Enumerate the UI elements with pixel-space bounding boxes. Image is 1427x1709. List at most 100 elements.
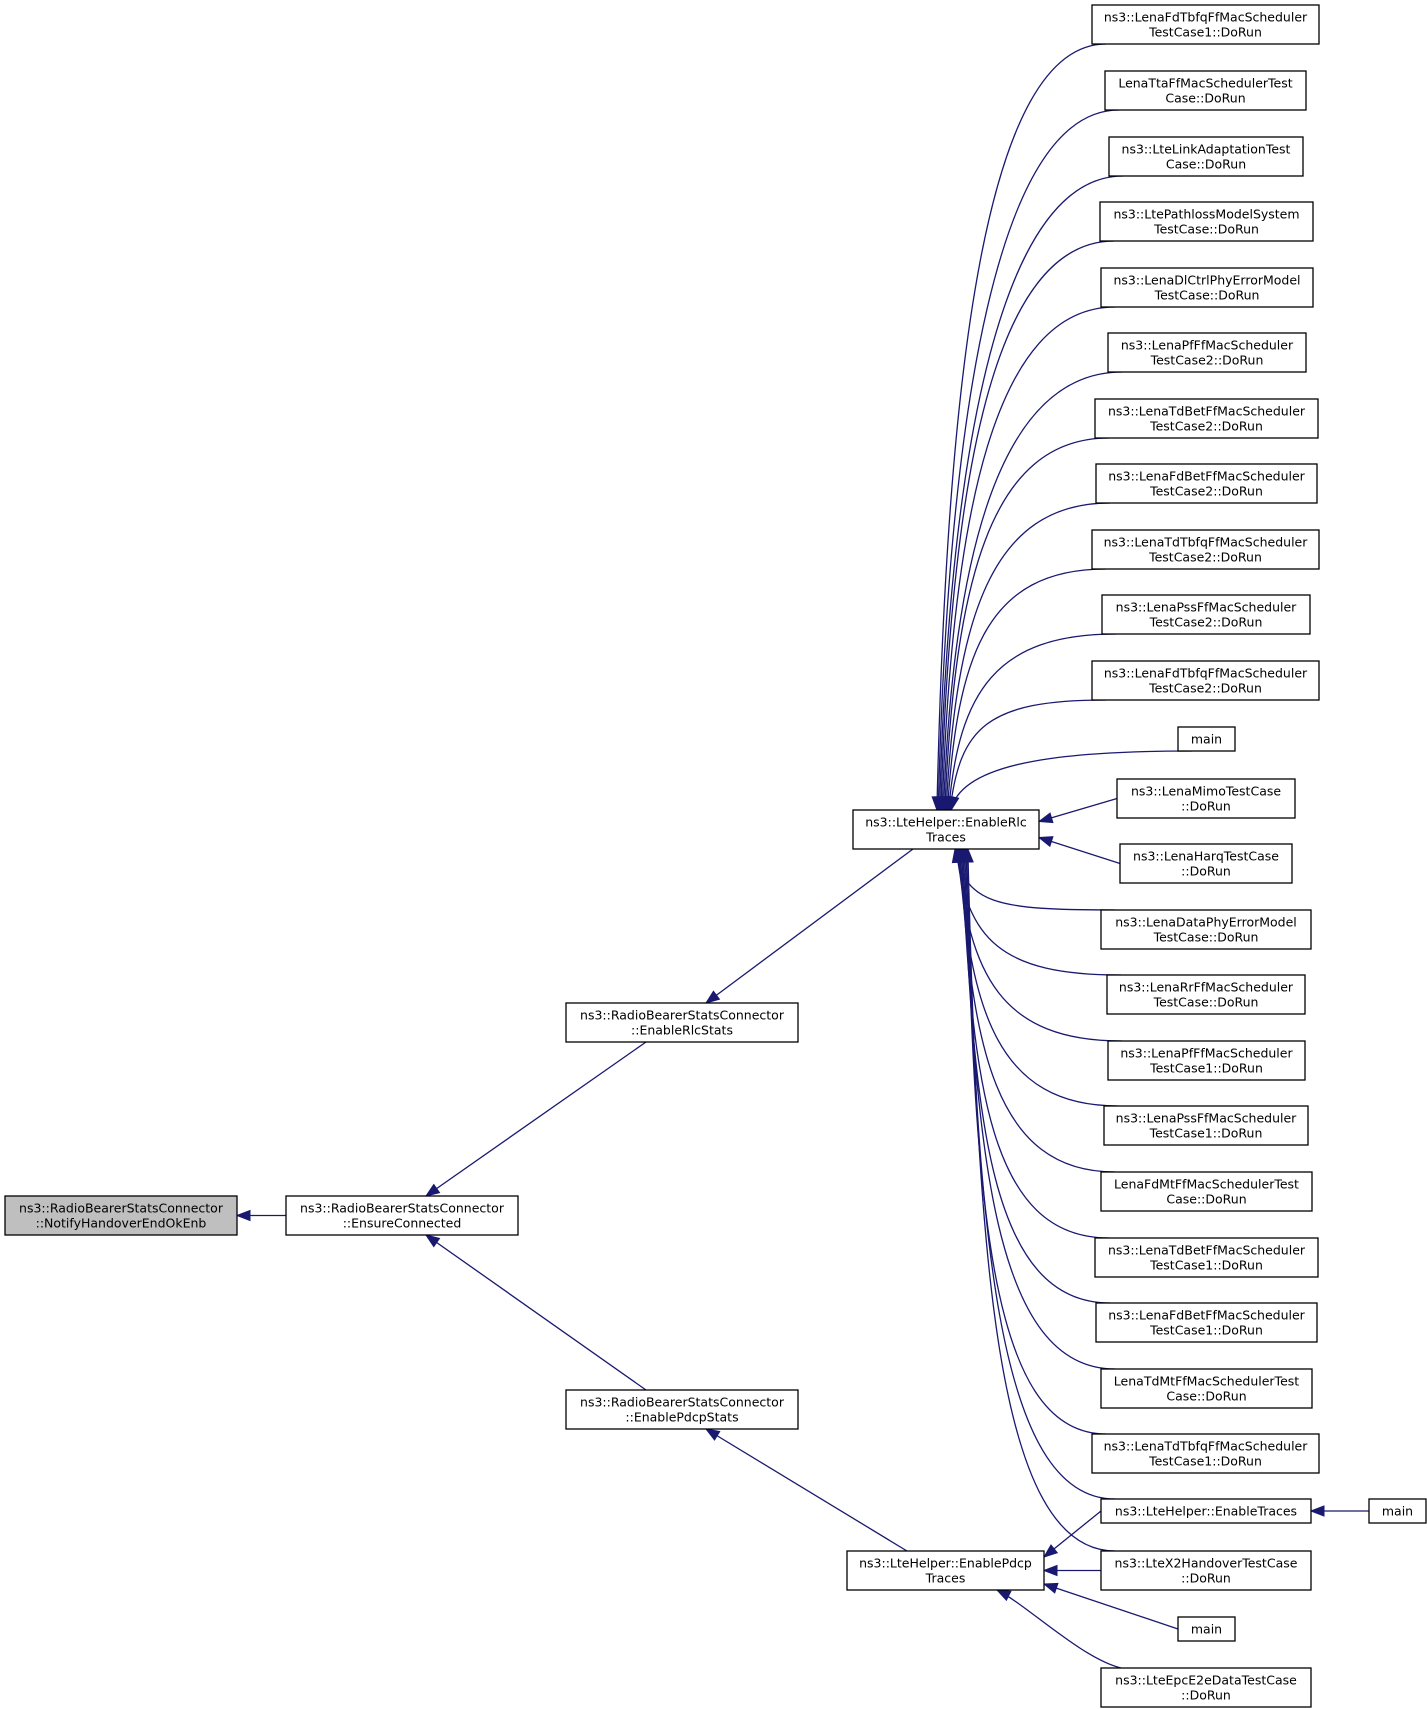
node-label: TestCase2::DoRun xyxy=(1149,484,1263,499)
node-box xyxy=(1094,1237,1319,1278)
arrowhead-pdcptraces-to-pdcpstats xyxy=(704,1428,721,1441)
node-label: ns3::LteX2HandoverTestCase xyxy=(1115,1556,1298,1571)
node-label: ns3::LenaTdBetFfMacScheduler xyxy=(1108,1243,1306,1258)
edge-r0-to-rlctraces xyxy=(936,43,1107,811)
edge-r13-to-rlctraces xyxy=(1038,836,1121,865)
node-r10[interactable]: ns3::LenaFdTbfqFfMacSchedulerTestCase2::… xyxy=(1091,660,1320,701)
node-r22[interactable]: ns3::LenaTdTbfqFfMacSchedulerTestCase1::… xyxy=(1091,1433,1320,1474)
edge-r9-to-rlctraces xyxy=(948,633,1117,811)
arrowhead-rlctraces-to-rlcstats xyxy=(704,990,721,1004)
node-r8[interactable]: ns3::LenaTdTbfqFfMacSchedulerTestCase2::… xyxy=(1091,529,1320,570)
edge-r14-to-rlctraces xyxy=(954,848,1116,911)
node-box xyxy=(1100,1368,1313,1409)
node-box xyxy=(1091,660,1320,701)
edge-r3-to-rlctraces xyxy=(940,240,1115,811)
node-label: ns3::RadioBearerStatsConnector xyxy=(580,1395,785,1410)
node-label: TestCase::DoRun xyxy=(1153,930,1259,945)
node-label: TestCase2::DoRun xyxy=(1150,353,1264,368)
node-main_far[interactable]: main xyxy=(1368,1498,1427,1524)
edge-r20-to-rlctraces xyxy=(962,848,1111,1304)
node-r6[interactable]: ns3::LenaTdBetFfMacSchedulerTestCase2::D… xyxy=(1094,398,1319,439)
node-epc[interactable]: ns3::LteEpcE2eDataTestCase::DoRun xyxy=(1100,1667,1312,1708)
node-label: ::DoRun xyxy=(1181,799,1231,814)
node-x2[interactable]: ns3::LteX2HandoverTestCase::DoRun xyxy=(1100,1550,1312,1591)
node-r11[interactable]: main xyxy=(1177,726,1236,752)
node-label: ns3::LenaDataPhyErrorModel xyxy=(1115,915,1297,930)
node-label: ns3::LenaRrFfMacScheduler xyxy=(1119,980,1294,995)
arrowhead-r13-to-rlctraces xyxy=(1037,836,1054,848)
node-r3[interactable]: ns3::LtePathlossModelSystemTestCase::DoR… xyxy=(1099,201,1314,242)
node-box xyxy=(1101,594,1311,635)
node-box xyxy=(285,1195,519,1236)
edges-layer xyxy=(235,43,1369,1669)
node-box xyxy=(1177,726,1236,752)
node-label: ns3::LteEpcE2eDataTestCase xyxy=(1115,1673,1297,1688)
node-box xyxy=(1119,843,1293,884)
node-box xyxy=(1100,909,1312,950)
arrowhead-ensure-to-root xyxy=(235,1209,251,1222)
node-label: main xyxy=(1382,1504,1413,1519)
node-r16[interactable]: ns3::LenaPfFfMacSchedulerTestCase1::DoRu… xyxy=(1107,1040,1306,1081)
node-box xyxy=(1099,201,1314,242)
edge-pdcptraces-to-pdcpstats xyxy=(705,1428,908,1552)
node-pdcpstats[interactable]: ns3::RadioBearerStatsConnector::EnablePd… xyxy=(565,1389,799,1430)
node-label: ns3::LenaFdTbfqFfMacScheduler xyxy=(1104,666,1308,681)
edge-r16-to-rlctraces xyxy=(956,848,1123,1042)
node-label: TestCase1::DoRun xyxy=(1149,1258,1263,1273)
node-label: TestCase2::DoRun xyxy=(1148,550,1262,565)
node-r17[interactable]: ns3::LenaPssFfMacSchedulerTestCase1::DoR… xyxy=(1103,1105,1309,1146)
node-box xyxy=(565,1002,799,1043)
node-ensure[interactable]: ns3::RadioBearerStatsConnector::EnsureCo… xyxy=(285,1195,519,1236)
node-enabletraces[interactable]: ns3::LteHelper::EnableTraces xyxy=(1100,1498,1312,1524)
arrowhead-pdcpstats-to-ensure xyxy=(424,1234,441,1248)
node-r4[interactable]: ns3::LenaDlCtrlPhyErrorModelTestCase::Do… xyxy=(1100,267,1314,308)
node-rlcstats[interactable]: ns3::RadioBearerStatsConnector::EnableRl… xyxy=(565,1002,799,1043)
node-label: Traces xyxy=(925,1571,966,1586)
arrowhead-rlcstats-to-ensure xyxy=(424,1183,441,1197)
edge-pdcpstats-to-ensure xyxy=(425,1234,647,1391)
node-label: ::DoRun xyxy=(1181,864,1231,879)
node-r13[interactable]: ns3::LenaHarqTestCase::DoRun xyxy=(1119,843,1293,884)
node-main_b[interactable]: main xyxy=(1177,1616,1236,1642)
node-label: ::EnableRlcStats xyxy=(631,1023,733,1038)
edge-rlcstats-to-ensure xyxy=(425,1041,647,1197)
node-label: ns3::LenaDlCtrlPhyErrorModel xyxy=(1113,273,1300,288)
node-box xyxy=(1100,1667,1312,1708)
node-r0[interactable]: ns3::LenaFdTbfqFfMacSchedulerTestCase1::… xyxy=(1091,4,1320,45)
node-label: ns3::RadioBearerStatsConnector xyxy=(19,1201,224,1216)
node-r12[interactable]: ns3::LenaMimoTestCase::DoRun xyxy=(1116,778,1296,819)
node-r20[interactable]: ns3::LenaFdBetFfMacSchedulerTestCase1::D… xyxy=(1095,1302,1318,1343)
node-r14[interactable]: ns3::LenaDataPhyErrorModelTestCase::DoRu… xyxy=(1100,909,1312,950)
node-label: ::EnablePdcpStats xyxy=(625,1410,738,1425)
node-box xyxy=(565,1389,799,1430)
node-r5[interactable]: ns3::LenaPfFfMacSchedulerTestCase2::DoRu… xyxy=(1107,332,1307,373)
arrowhead-x2-to-pdcptraces xyxy=(1042,1564,1058,1577)
node-box xyxy=(1368,1498,1427,1524)
node-label: ns3::LenaPfFfMacScheduler xyxy=(1120,1046,1293,1061)
node-label: TestCase2::DoRun xyxy=(1149,615,1263,630)
node-r9[interactable]: ns3::LenaPssFfMacSchedulerTestCase2::DoR… xyxy=(1101,594,1311,635)
edge-x2-to-rlctraces xyxy=(967,848,1116,1552)
node-label: ns3::LtePathlossModelSystem xyxy=(1113,207,1299,222)
node-r7[interactable]: ns3::LenaFdBetFfMacSchedulerTestCase2::D… xyxy=(1095,463,1318,504)
node-r19[interactable]: ns3::LenaTdBetFfMacSchedulerTestCase1::D… xyxy=(1094,1237,1319,1278)
node-label: Case::DoRun xyxy=(1165,91,1245,106)
node-label: LenaFdMtFfMacSchedulerTest xyxy=(1114,1177,1299,1192)
node-label: main xyxy=(1191,1622,1222,1637)
node-box xyxy=(1095,1302,1318,1343)
node-box xyxy=(1103,1105,1309,1146)
edge-r22-to-rlctraces xyxy=(964,848,1107,1435)
edge-r10-to-rlctraces xyxy=(949,699,1107,811)
arrowhead-epc-to-pdcptraces xyxy=(995,1589,1012,1602)
arrowhead-r11-to-rlctraces xyxy=(948,795,960,812)
edge-r15-to-rlctraces xyxy=(955,848,1122,976)
arrowhead-main_b-to-pdcptraces xyxy=(1042,1582,1059,1594)
